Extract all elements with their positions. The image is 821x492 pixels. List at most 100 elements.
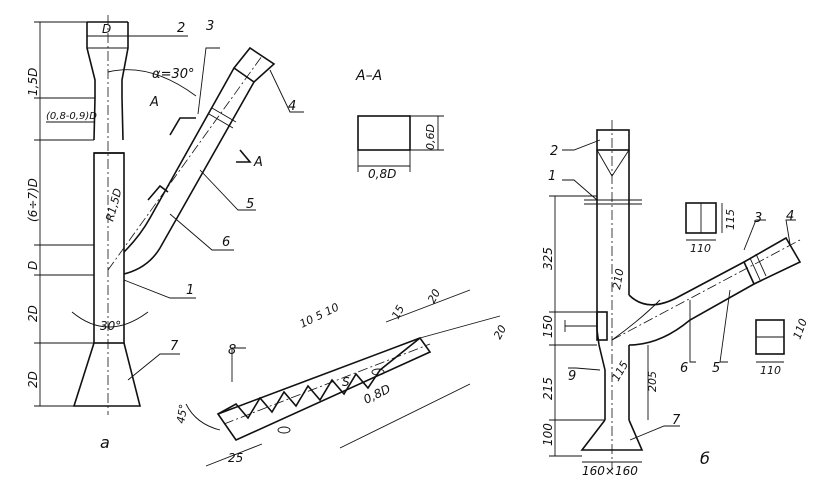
dim-s: S	[342, 375, 350, 389]
leader-b-9	[568, 367, 601, 371]
figure-b: 110 115 110 110 325 150 215 100 210 115 …	[541, 120, 810, 478]
main-tube	[93, 152, 125, 344]
angle-bottom-label: 30°	[100, 319, 121, 333]
dim-b-150: 150	[541, 315, 555, 338]
callout-b-2: 2	[550, 144, 558, 159]
pipe-right-upper	[121, 22, 129, 141]
leader-b-4	[785, 219, 796, 245]
tube-b-left	[596, 150, 606, 371]
dim-b-100: 100	[541, 423, 555, 446]
dim-radius: R1,5D	[103, 187, 124, 223]
dim-6-7d: (6÷7)D	[26, 178, 40, 222]
dim-15: 15	[389, 303, 407, 321]
leader-b-6	[689, 300, 696, 363]
pipe-left-upper	[86, 22, 96, 141]
dim-b-215: 215	[541, 377, 555, 400]
section-arrow-bottom	[236, 149, 252, 163]
dim-15-line	[385, 289, 471, 323]
dim-b-210: 210	[610, 268, 626, 291]
callout-b-4: 4	[786, 209, 794, 224]
branch-b-upper	[628, 261, 745, 306]
section-arrow-top	[169, 117, 196, 136]
callout-a-6: 6	[222, 235, 230, 250]
angle-arc-bottom	[71, 311, 149, 328]
callout-b-5: 5	[712, 361, 720, 376]
callout-a-3: 3	[206, 19, 214, 34]
figure-a-label: а	[100, 433, 110, 452]
callout-a-4: 4	[288, 99, 296, 114]
figure-a: A A α=30° 30° 1,5D (6÷7)D D 2D 2D (0,8-0…	[26, 15, 304, 452]
leader-8	[231, 347, 246, 382]
dim-2d-2: 2D	[26, 371, 40, 388]
leader-6	[169, 213, 234, 251]
section-aa-title: A–A	[355, 68, 382, 84]
branch-b-inner	[611, 299, 661, 341]
figure-b-label: б	[700, 449, 710, 468]
angle-45-arc	[185, 403, 221, 431]
dim-1-5d: 1,5D	[26, 68, 40, 96]
leader-7	[127, 353, 180, 381]
dim-25-line	[205, 443, 263, 467]
callout-b-9: 9	[568, 369, 576, 384]
dim-20b: 20	[491, 323, 509, 341]
sq-b-1-h: 115	[724, 209, 737, 230]
detail-8: 8 45° 25 0,8D S 10 5 10 15 20 20	[174, 287, 509, 467]
dim-d-small: D	[26, 261, 40, 270]
strip-hole-2	[371, 368, 385, 376]
dim-throat: (0,8-0,9)D	[46, 111, 97, 122]
branch-ring-2	[208, 113, 234, 129]
top-flange-b	[596, 129, 630, 151]
section-aa-height: 0,6D	[424, 124, 437, 150]
dim-2d-1: 2D	[26, 305, 40, 322]
dim-25: 25	[228, 451, 243, 465]
branch-ring-1	[211, 107, 237, 123]
callout-b-7: 7	[672, 413, 681, 428]
dim-b-325: 325	[541, 247, 555, 270]
section-mark-a-top: A	[149, 95, 159, 110]
bottom-diffuser-b	[580, 419, 644, 451]
leader-4	[269, 69, 304, 113]
section-aa: A–A 0,8D 0,6D	[355, 68, 444, 181]
dim-b-205: 205	[646, 371, 659, 392]
branch-b-lower	[628, 283, 755, 346]
dim-20b-line	[419, 315, 501, 339]
branch-b-flange-1	[743, 261, 755, 285]
bottom-diffuser	[72, 342, 142, 407]
dim-45: 45°	[174, 403, 190, 424]
section-aa-width: 0,8D	[368, 167, 396, 181]
strip-plate	[216, 337, 432, 442]
branch-right-wall	[123, 81, 255, 275]
sq-b-2-h: 110	[791, 317, 810, 341]
dim-b-base: 160×160	[582, 464, 638, 478]
leader-1	[123, 279, 196, 299]
leader-3	[197, 47, 220, 115]
leader-b-2	[562, 139, 601, 151]
callout-b-3: 3	[754, 211, 762, 226]
branch-centerline	[107, 55, 263, 271]
callout-a-5: 5	[246, 197, 254, 212]
dim-teeth: 10 5 10	[298, 301, 341, 331]
branch-b-centerline	[611, 239, 801, 341]
branch-b-flange-2	[749, 257, 761, 281]
leader-b-3	[743, 219, 766, 251]
callout-a-2: 2	[177, 21, 185, 36]
leader-b-1	[562, 179, 598, 201]
callout-b-6: 6	[680, 361, 688, 376]
angle-alpha-label: α=30°	[152, 67, 195, 82]
leader-b-5	[719, 289, 731, 363]
dim-d-top: D	[102, 22, 111, 36]
sq-b-2-w: 110	[760, 364, 781, 377]
branch-left-wall	[123, 67, 235, 253]
callout-8: 8	[228, 343, 236, 358]
strip-centerline	[223, 343, 431, 425]
strip-teeth	[217, 337, 421, 420]
dim-b-115: 115	[609, 359, 631, 384]
branch-step	[147, 184, 169, 201]
branch-end-cap	[232, 46, 276, 84]
leader-b-7	[629, 425, 680, 441]
callout-a-7: 7	[170, 339, 179, 354]
callout-a-1: 1	[186, 283, 194, 298]
angle-arc-alpha	[107, 69, 197, 97]
sq-b-1-w: 110	[690, 242, 711, 255]
